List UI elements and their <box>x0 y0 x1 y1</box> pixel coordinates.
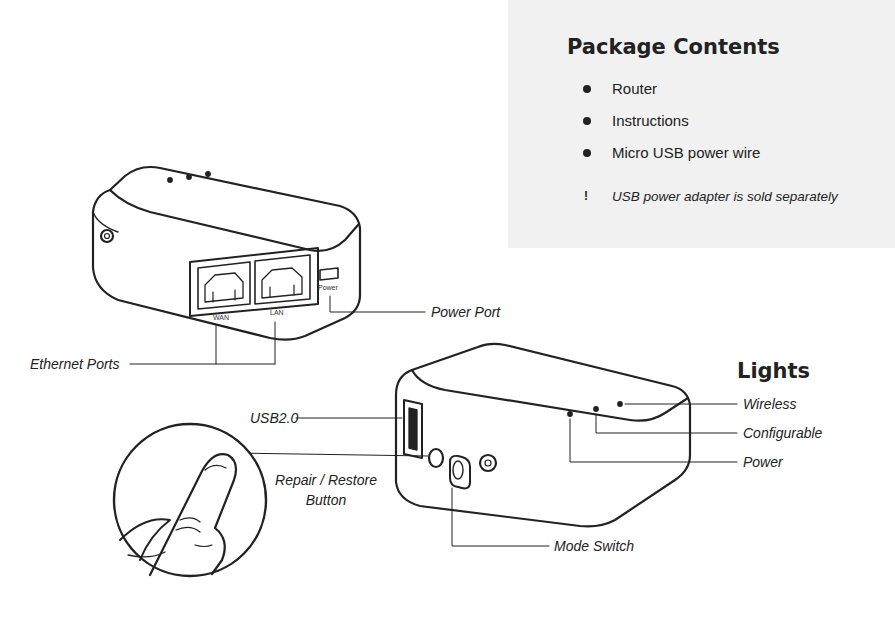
list-bullet <box>583 149 591 157</box>
panel-heading: Package Contents <box>567 35 780 59</box>
section-heading: Lights <box>737 359 810 383</box>
port-label: LAN <box>270 309 284 316</box>
list-item: Micro USB power wire <box>612 144 760 161</box>
part-label: Repair / Restore Button <box>270 470 382 510</box>
part-label: Ethernet Ports <box>30 356 120 372</box>
list-item: Router <box>612 80 657 97</box>
list-bullet <box>583 85 591 93</box>
light-label: Power <box>743 454 783 470</box>
light-label: Configurable <box>743 425 822 441</box>
part-label: USB2.0 <box>250 410 298 426</box>
light-label: Wireless <box>743 396 797 412</box>
port-label: Power <box>318 284 338 291</box>
part-label: Mode Switch <box>554 538 634 554</box>
port-label: WAN <box>213 314 229 321</box>
contents-panel: Package ContentsRouterInstructionsMicro … <box>508 0 895 248</box>
part-label: Power Port <box>431 304 500 320</box>
list-item: Instructions <box>612 112 689 129</box>
note-text: USB power adapter is sold separately <box>612 189 838 204</box>
list-bullet <box>583 117 591 125</box>
warning-icon: ! <box>576 189 596 203</box>
